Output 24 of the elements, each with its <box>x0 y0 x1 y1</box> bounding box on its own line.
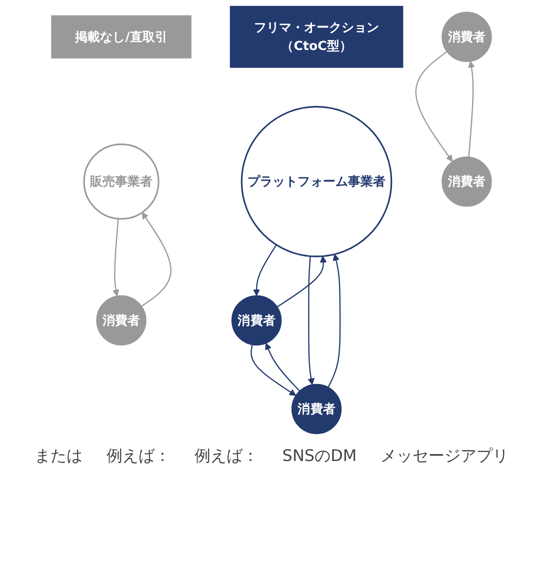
node-circle: 消費者 <box>96 295 146 346</box>
node-circle: 消費者 <box>442 12 492 62</box>
arrow <box>415 51 453 162</box>
note-text: メッセージアプリ <box>380 446 509 467</box>
arrow <box>328 254 341 388</box>
node-box: フリマ・オークション （CtoC型） <box>230 6 404 68</box>
note-text: または <box>34 446 82 467</box>
note-text: 例えば： <box>106 446 170 467</box>
note-text: 例えば： <box>194 446 258 467</box>
arrow <box>468 60 475 157</box>
arrow <box>253 244 277 296</box>
node-circle: 消費者 <box>442 156 492 207</box>
node-circle: 消費者 <box>231 295 282 346</box>
arrow <box>308 256 315 385</box>
arrow <box>276 256 327 308</box>
arrow <box>250 344 296 396</box>
node-circle: プラットフォーム事業者 <box>240 106 392 258</box>
node-box: 掲載なし/直取引 <box>51 15 192 58</box>
arrow <box>141 212 172 307</box>
arrow <box>112 218 120 296</box>
arrow <box>265 342 300 392</box>
note-text: SNSのDM <box>282 446 357 467</box>
node-circle: 消費者 <box>291 384 342 434</box>
node-circle: 販売事業者 <box>83 144 160 220</box>
